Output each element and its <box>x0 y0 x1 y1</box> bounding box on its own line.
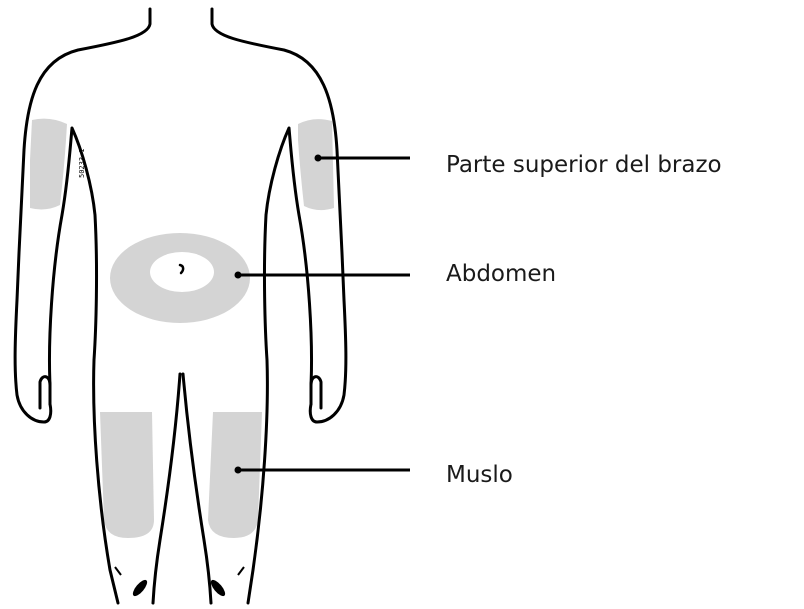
abdomen-label: Abdomen <box>446 263 556 286</box>
upper-arm-site-left <box>30 119 67 210</box>
knee-mark <box>131 578 150 598</box>
upper-arm-site-right <box>298 119 334 210</box>
upper-arm-callout-dot <box>315 155 322 162</box>
navel <box>180 265 183 273</box>
left-leg-inner <box>153 374 180 603</box>
right-leg-inner <box>183 374 211 603</box>
figure-code: 50233-1 <box>78 148 86 178</box>
upper-arm-label: Parte superior del brazo <box>446 154 722 177</box>
left-outer-contour <box>15 9 150 422</box>
abdomen-site <box>110 233 250 323</box>
right-inner-contour <box>248 128 312 603</box>
thigh-callout-dot <box>235 467 242 474</box>
knee-marks <box>115 567 244 598</box>
thigh-site-left <box>100 412 154 538</box>
injection-sites <box>30 119 334 538</box>
thigh-site-right <box>208 412 262 538</box>
abdomen-callout-dot <box>235 272 242 279</box>
knee-mark <box>115 567 121 575</box>
knee-mark <box>238 567 244 575</box>
thigh-label: Muslo <box>446 464 513 487</box>
right-outer-contour <box>212 9 346 422</box>
